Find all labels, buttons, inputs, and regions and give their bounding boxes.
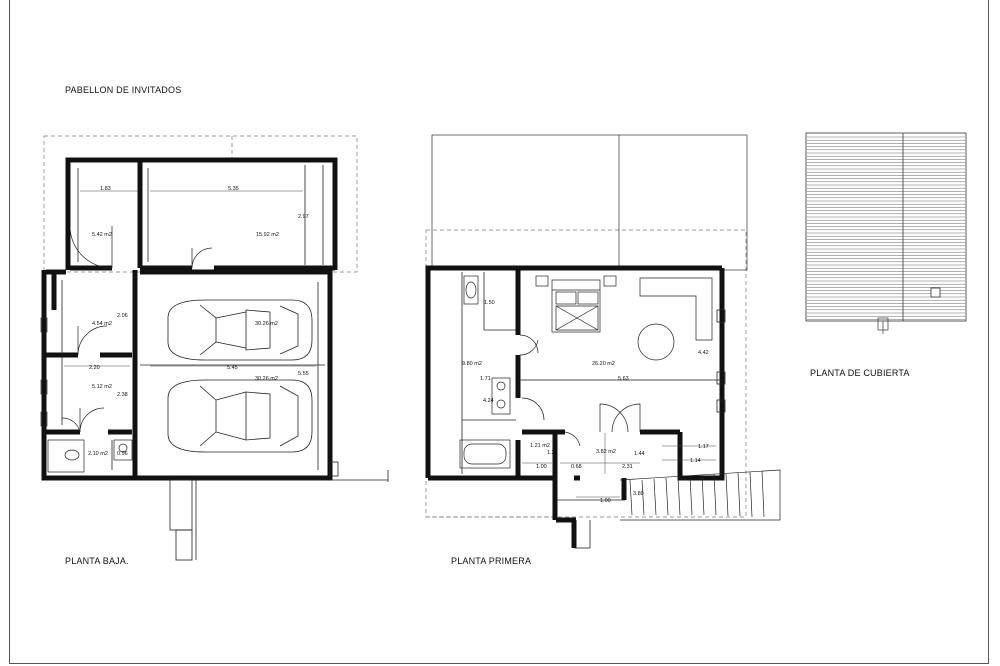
dim-label: 2.20 [89,365,100,371]
dim-label: 1.44 [634,451,645,457]
first-walls [425,265,725,548]
ground-walls [41,157,338,481]
dim-label: 1.83 [100,186,111,192]
dim-label: 0.96 [117,451,128,457]
roof-hatch-lines [807,136,965,320]
staircase-icon [619,469,781,521]
area-label: 30.26 m2 [255,321,278,327]
dim-label: 3.80 [633,491,644,497]
dim-label: 5.35 [228,186,239,192]
car-icon-upper [167,299,313,361]
area-label: 5.42 m2 [92,232,112,238]
area-label: 1.21 m2 [530,443,550,449]
dim-label: 4.42 [698,350,709,356]
first-area-labels: 9.80 m2 26.20 m2 1.21 m2 3.82 m2 [462,361,616,455]
ground-fixtures [40,317,133,473]
area-label: 15.92 m2 [256,232,279,238]
dim-label: 2.06 [117,313,128,319]
toilet-area-icon [47,439,85,473]
dim-label: 5.45 [227,365,238,371]
dim-label: 1.50 [484,300,495,306]
first-floor-title: PLANTA PRIMERA [451,556,532,566]
first-doors [519,334,641,447]
washbasin-icon [113,439,133,461]
header-title: PABELLON DE INVITADOS [65,85,182,95]
chimney-icon [930,287,941,298]
ground-doors [61,225,213,433]
roof-plan-title: PLANTA DE CUBIERTA [810,368,910,378]
ground-thin-lines [61,165,389,561]
drawing-frame [9,0,989,664]
bed-icon [551,279,601,333]
dim-label: 1.21 [547,450,558,456]
area-label: 4.54 m2 [92,321,112,327]
dim-label: 2.38 [117,392,128,398]
dim-label: 0.68 [571,464,582,470]
first-dimension-labels: 1.50 1.71 4.24 5.63 4.42 1.21 1.00 0.68 … [480,300,709,504]
dim-label: 1.17 [698,444,709,450]
ground-floor-plan: 1.83 5.35 2.97 2.06 2.20 5.45 5.55 2.38 … [40,135,389,561]
dim-label: 4.24 [483,398,494,404]
first-thin-lines [461,272,726,549]
area-label: 5.12 m2 [92,384,112,390]
area-label: 9.80 m2 [462,361,482,367]
ground-dimension-lines [64,190,316,367]
roof-plan [805,132,967,334]
sofa-icon [639,277,713,341]
dim-label: 5.63 [618,376,629,382]
double-sink-icon [491,377,511,415]
car-icon-lower [167,379,313,453]
ground-area-labels: 5.42 m2 15.92 m2 4.54 m2 30.26 m2 30.26 … [88,232,279,457]
dim-label: 2.97 [298,214,309,220]
round-table-icon [637,323,675,361]
dim-label: 1.00 [536,464,547,470]
toilet-icon [463,275,479,305]
dim-label: 5.55 [298,371,309,377]
first-upper-outline [431,134,748,271]
dim-label: 1.14 [690,458,701,464]
area-label: 26.20 m2 [592,361,615,367]
toilet-icon [64,449,80,461]
area-label: 3.82 m2 [596,449,616,455]
first-roof-outline [425,229,747,518]
dim-label: 1.71 [480,376,491,382]
bathtub-icon [459,439,511,469]
roof-hatch-access-icon [877,317,889,334]
roof-outline [805,132,967,322]
first-furniture [459,275,713,469]
ground-dimension-labels: 1.83 5.35 2.97 2.06 2.20 5.45 5.55 2.38 … [89,186,309,457]
ground-floor-title: PLANTA BAJA. [65,556,129,566]
area-label: 30.26 m2 [255,376,278,382]
dim-label: 2.31 [622,464,633,470]
area-label: 2.10 m2 [88,451,108,457]
first-floor-plan: 1.50 1.71 4.24 5.63 4.42 1.21 1.00 0.68 … [425,134,781,549]
first-dimension-lines [522,379,716,498]
dim-label: 1.00 [600,498,611,504]
